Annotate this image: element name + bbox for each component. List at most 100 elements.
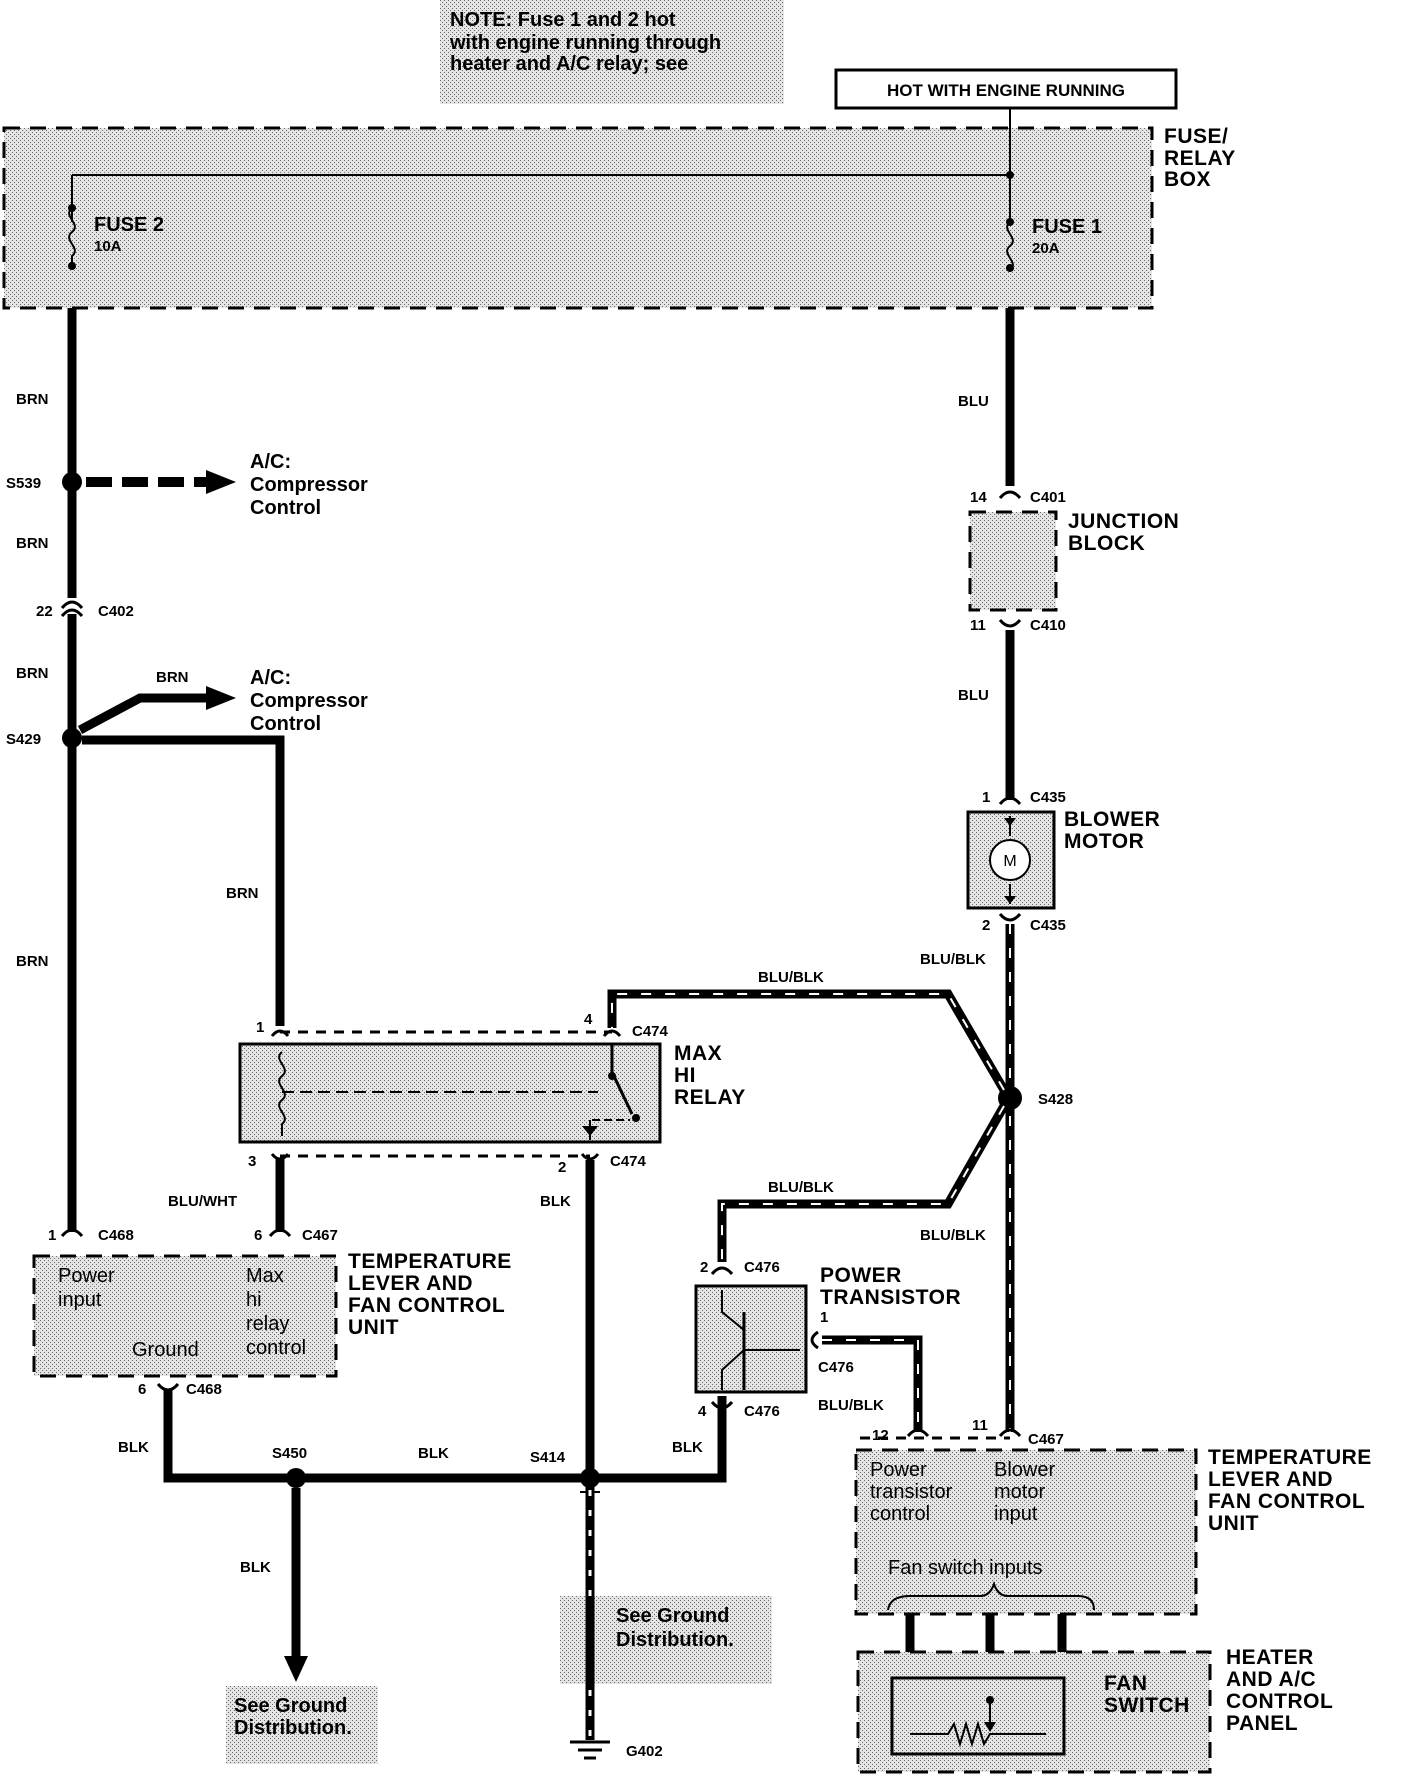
- wire-label-brn-5: BRN: [226, 885, 259, 902]
- ground-dist-left: See Ground Distribution.: [226, 1686, 378, 1764]
- relay-line-3: RELAY: [674, 1086, 746, 1109]
- pin-11-c410: 11: [970, 617, 986, 634]
- ac-control-1-line-3: Control: [250, 497, 321, 519]
- splice-s450: [286, 1468, 306, 1488]
- max-hi-relay: MAX HI RELAY: [238, 1030, 746, 1158]
- relay-line-1: MAX: [674, 1042, 722, 1065]
- wire-label-blu-blk-5: BLU/BLK: [818, 1397, 884, 1414]
- note-line-3: heater and A/C relay; see: [450, 53, 688, 75]
- right-inner-transistor: transistor: [870, 1481, 953, 1503]
- c401-label: C401: [1030, 489, 1066, 506]
- splice-s539: [62, 472, 82, 492]
- note-box: NOTE: Fuse 1 and 2 hot with engine runni…: [440, 0, 784, 104]
- motor-symbol: M: [1003, 853, 1016, 870]
- right-unit-line-3: FAN CONTROL: [1208, 1490, 1365, 1513]
- right-pin-11: 11: [972, 1417, 988, 1434]
- splice-s429-label: S429: [6, 731, 41, 748]
- right-inner-power: Power: [870, 1459, 927, 1481]
- blk-ground-bus: [163, 1390, 727, 1483]
- left-pin-6: 6: [254, 1227, 262, 1244]
- junction-block: JUNCTION BLOCK: [968, 510, 1179, 612]
- power-transistor: 2 C476 POWER TRANSISTOR 4 C476 1 C476: [694, 1259, 961, 1420]
- left-c468-bottom: C468: [186, 1381, 222, 1398]
- c435-label-top: C435: [1030, 789, 1066, 806]
- note-line-1: NOTE: Fuse 1 and 2 hot: [450, 9, 676, 31]
- left-inner-max: Max: [246, 1265, 284, 1287]
- right-c467: C467: [1028, 1431, 1064, 1448]
- panel-line-3: CONTROL: [1226, 1690, 1333, 1713]
- wire-label-brn-ac: BRN: [156, 669, 189, 686]
- wire-label-blk-3: BLK: [672, 1439, 703, 1456]
- pin-2-c435: 2: [982, 917, 990, 934]
- right-inner-motor: motor: [994, 1481, 1045, 1503]
- left-unit-line-4: UNIT: [348, 1316, 399, 1339]
- brn-wire-relay: [82, 735, 285, 1026]
- pt-c476-side: C476: [818, 1359, 854, 1376]
- ac-compressor-arrow-2: BRN A/C: Compressor Control: [77, 667, 368, 735]
- pt-pin-4: 4: [698, 1403, 707, 1420]
- fuse-box-line-3: BOX: [1164, 168, 1211, 191]
- fuse-1-rating: 20A: [1032, 240, 1060, 257]
- splice-s428-label: S428: [1038, 1091, 1073, 1108]
- right-unit-line-1: TEMPERATURE: [1208, 1446, 1372, 1469]
- fuse-2-rating: 10A: [94, 238, 122, 255]
- ground-dist-mid-line-1: See Ground: [616, 1605, 729, 1627]
- blu-blk-wire-transistor: [717, 1103, 1008, 1262]
- splice-s428: [998, 1086, 1022, 1110]
- relay-pin-2: 2: [558, 1159, 566, 1176]
- note-line-2: with engine running through: [449, 32, 721, 54]
- ac-control-2-line-3: Control: [250, 713, 321, 735]
- relay-c474-top: C474: [632, 1023, 669, 1040]
- right-inner-blower: Blower: [994, 1459, 1055, 1481]
- fan-switch-line-1: FAN: [1104, 1672, 1148, 1695]
- left-unit-line-2: LEVER AND: [348, 1272, 473, 1295]
- splice-s450-label: S450: [272, 1445, 307, 1462]
- panel-line-2: AND A/C: [1226, 1668, 1316, 1691]
- panel-line-4: PANEL: [1226, 1712, 1298, 1735]
- splice-s539-label: S539: [6, 475, 41, 492]
- heater-ac-control-panel: FAN SWITCH HEATER AND A/C CONTROL PANEL: [856, 1646, 1333, 1774]
- right-unit-line-4: UNIT: [1208, 1512, 1259, 1535]
- blu-blk-wire-pin12: [822, 1335, 923, 1432]
- fuse-2-name: FUSE 2: [94, 214, 164, 236]
- ground-dist-middle: See Ground Distribution.: [560, 1596, 772, 1684]
- fuse-box-line-2: RELAY: [1164, 147, 1236, 170]
- wire-label-brn-4: BRN: [16, 953, 49, 970]
- relay-c474-bottom: C474: [610, 1153, 647, 1170]
- wire-label-blu-wht: BLU/WHT: [168, 1193, 237, 1210]
- pt-line-2: TRANSISTOR: [820, 1286, 961, 1309]
- left-inner-relay: relay: [246, 1313, 289, 1335]
- wire-label-blk-2: BLK: [418, 1445, 449, 1462]
- ac-control-1-line-2: Compressor: [250, 474, 368, 496]
- junction-line-2: BLOCK: [1068, 532, 1145, 555]
- pin-1-c435: 1: [982, 789, 990, 806]
- c435-label-bottom: C435: [1030, 917, 1066, 934]
- pt-c476-bottom: C476: [744, 1403, 780, 1420]
- blower-motor: M BLOWER MOTOR: [966, 808, 1160, 910]
- wire-label-blu-blk-2: BLU/BLK: [758, 969, 824, 986]
- left-pin-1: 1: [48, 1227, 56, 1244]
- left-unit-line-1: TEMPERATURE: [348, 1250, 512, 1273]
- wire-label-blu-1: BLU: [958, 393, 989, 410]
- wire-label-blk-4: BLK: [240, 1559, 271, 1576]
- blu-blk-wire-relay: [607, 989, 1008, 1093]
- pin-22: 22: [36, 603, 53, 620]
- wire-label-brn-3: BRN: [16, 665, 49, 682]
- panel-line-1: HEATER: [1226, 1646, 1314, 1669]
- junction-line-1: JUNCTION: [1068, 510, 1179, 533]
- wire-label-blu-blk-1: BLU/BLK: [920, 951, 986, 968]
- hot-label-box: HOT WITH ENGINE RUNNING: [834, 68, 1178, 110]
- fuse-2: FUSE 2 10A: [68, 204, 164, 270]
- blower-line-2: MOTOR: [1064, 830, 1144, 853]
- c402-label: C402: [98, 603, 134, 620]
- left-inner-ground: Ground: [132, 1339, 199, 1361]
- right-pin-12: 12: [872, 1427, 889, 1444]
- connector-c402: [60, 600, 84, 618]
- right-unit-line-2: LEVER AND: [1208, 1468, 1333, 1491]
- ac-compressor-arrow-1: A/C: Compressor Control: [86, 451, 368, 519]
- ac-control-2-line-2: Compressor: [250, 690, 368, 712]
- pt-line-1: POWER: [820, 1264, 902, 1287]
- wire-label-blu-blk-3: BLU/BLK: [768, 1179, 834, 1196]
- left-c467: C467: [302, 1227, 338, 1244]
